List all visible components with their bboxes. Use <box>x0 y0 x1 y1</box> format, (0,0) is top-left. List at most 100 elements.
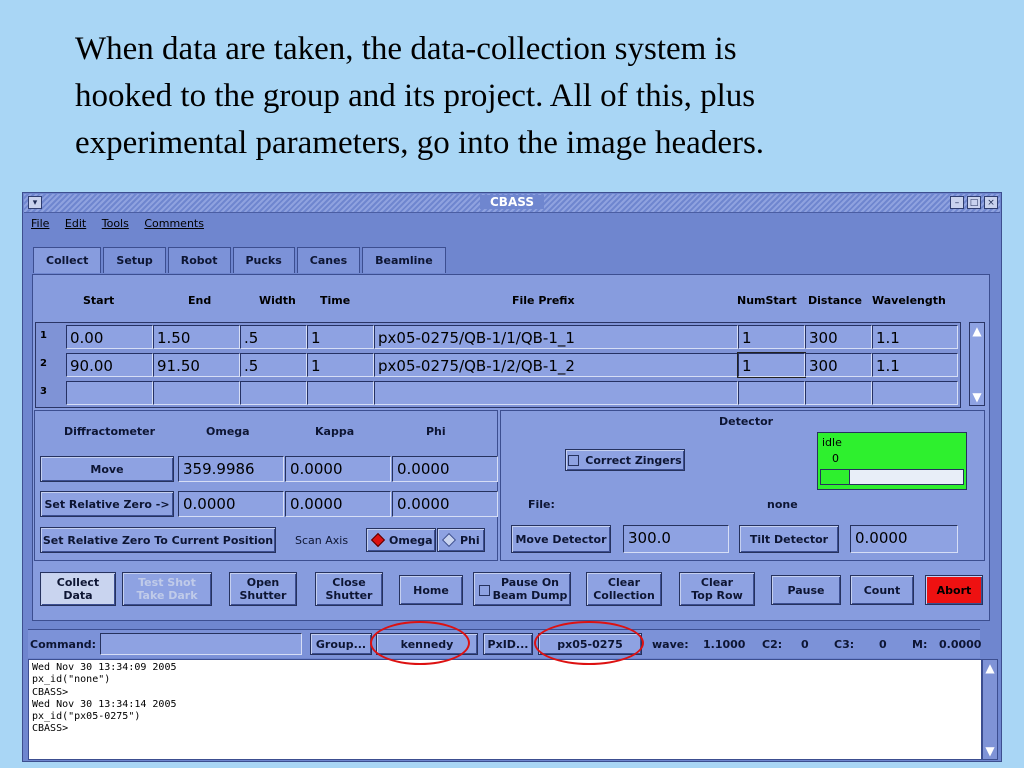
cell-wavelength[interactable]: 1.1 <box>872 325 958 349</box>
table-scrollbar[interactable]: ▲ ▼ <box>969 322 985 406</box>
tilt-detector-button[interactable]: Tilt Detector <box>739 525 839 553</box>
close-shutter-button[interactable]: Close Shutter <box>315 572 383 606</box>
col-header-file-prefix: File Prefix <box>512 294 575 307</box>
scan-axis-omega-radio[interactable]: Omega <box>366 528 436 552</box>
cell-numstart[interactable] <box>738 381 805 405</box>
cell-distance[interactable]: 300 <box>805 325 872 349</box>
close-icon[interactable]: × <box>984 196 998 209</box>
move-button[interactable]: Move <box>40 456 174 482</box>
cell-file-prefix[interactable] <box>374 381 738 405</box>
tab-robot[interactable]: Robot <box>167 247 231 273</box>
tilt-detector-field[interactable]: 0.0000 <box>850 525 958 553</box>
radio-unselected-icon <box>441 532 457 548</box>
col-header-distance: Distance <box>808 294 862 307</box>
menu-file[interactable]: File <box>31 217 50 230</box>
move-kappa-field[interactable]: 0.0000 <box>285 456 391 482</box>
window-menu-icon[interactable]: ▾ <box>28 196 42 209</box>
cell-start[interactable] <box>66 381 153 405</box>
c2-label: C2: <box>762 638 783 651</box>
scroll-down-icon[interactable]: ▼ <box>985 744 995 758</box>
c3-value: 0 <box>879 638 887 651</box>
cbass-window: ▾ CBASS – □ × File Edit Tools Comments C… <box>22 192 1002 762</box>
maximize-icon[interactable]: □ <box>967 196 981 209</box>
clear-collection-button[interactable]: Clear Collection <box>586 572 662 606</box>
cell-distance[interactable]: 300 <box>805 353 872 377</box>
col-header-wavelength: Wavelength <box>872 294 946 307</box>
row-number: 3 <box>40 386 47 397</box>
cell-distance[interactable] <box>805 381 872 405</box>
open-shutter-button[interactable]: Open Shutter <box>229 572 297 606</box>
scroll-up-icon[interactable]: ▲ <box>972 324 982 338</box>
cell-width[interactable]: .5 <box>240 325 307 349</box>
abort-button[interactable]: Abort <box>925 575 983 605</box>
tab-pucks[interactable]: Pucks <box>232 247 295 273</box>
cell-file-prefix[interactable]: px05-0275/QB-1/2/QB-1_2 <box>374 353 738 377</box>
omega-header: Omega <box>206 425 250 438</box>
test-shot-button: Test Shot Take Dark <box>122 572 212 606</box>
detector-status-panel: idle 0 <box>817 432 967 490</box>
c2-value: 0 <box>801 638 809 651</box>
tab-canes[interactable]: Canes <box>296 247 361 273</box>
cell-start[interactable]: 0.00 <box>66 325 153 349</box>
tab-setup[interactable]: Setup <box>103 247 166 273</box>
set-relative-zero-button[interactable]: Set Relative Zero -> <box>40 491 174 517</box>
clear-top-row-button[interactable]: Clear Top Row <box>679 572 755 606</box>
cell-wavelength[interactable]: 1.1 <box>872 353 958 377</box>
cell-numstart[interactable]: 1 <box>738 325 805 349</box>
cell-numstart[interactable]: 1 <box>737 352 806 378</box>
cell-wavelength[interactable] <box>872 381 958 405</box>
menu-comments[interactable]: Comments <box>144 217 204 230</box>
cell-time[interactable] <box>307 381 374 405</box>
menu-bar: File Edit Tools Comments <box>31 217 216 235</box>
console-scrollbar[interactable]: ▲ ▼ <box>982 659 998 760</box>
row-number: 2 <box>40 358 47 369</box>
phi-header: Phi <box>426 425 446 438</box>
pxid-button[interactable]: PxID... <box>483 633 533 655</box>
radio-selected-icon <box>370 532 386 548</box>
count-button[interactable]: Count <box>850 575 914 605</box>
cell-end[interactable]: 1.50 <box>153 325 240 349</box>
collect-data-button[interactable]: Collect Data <box>40 572 116 606</box>
pause-on-beam-dump-toggle[interactable]: Pause On Beam Dump <box>473 572 571 606</box>
scan-axis-label: Scan Axis <box>295 534 349 547</box>
detector-file-label: File: <box>528 498 555 511</box>
scan-axis-phi-radio[interactable]: Phi <box>437 528 485 552</box>
console-output[interactable]: Wed Nov 30 13:34:09 2005 px_id("none") C… <box>28 659 982 760</box>
cell-width[interactable] <box>240 381 307 405</box>
scroll-down-icon[interactable]: ▼ <box>972 390 982 404</box>
cell-time[interactable]: 1 <box>307 353 374 377</box>
tab-beamline[interactable]: Beamline <box>362 247 446 273</box>
cell-time[interactable]: 1 <box>307 325 374 349</box>
minimize-icon[interactable]: – <box>950 196 964 209</box>
col-header-time: Time <box>320 294 351 307</box>
cell-end[interactable] <box>153 381 240 405</box>
tab-collect[interactable]: Collect <box>33 247 102 273</box>
col-header-end: End <box>188 294 212 307</box>
rel-omega-field[interactable]: 0.0000 <box>178 491 284 517</box>
set-relative-zero-current-button[interactable]: Set Relative Zero To Current Position <box>40 527 276 553</box>
cell-width[interactable]: .5 <box>240 353 307 377</box>
rel-phi-field[interactable]: 0.0000 <box>392 491 498 517</box>
move-detector-button[interactable]: Move Detector <box>511 525 611 553</box>
group-button[interactable]: Group... <box>310 633 372 655</box>
pause-button[interactable]: Pause <box>771 575 841 605</box>
move-detector-field[interactable]: 300.0 <box>623 525 729 553</box>
correct-zingers-toggle[interactable]: Correct Zingers <box>565 449 685 471</box>
cell-file-prefix[interactable]: px05-0275/QB-1/1/QB-1_1 <box>374 325 738 349</box>
scroll-up-icon[interactable]: ▲ <box>985 661 995 675</box>
detector-progress-bar <box>820 469 964 485</box>
detector-progress-fill <box>821 470 851 484</box>
command-label: Command: <box>30 638 97 651</box>
menu-edit[interactable]: Edit <box>64 217 87 230</box>
move-phi-field[interactable]: 0.0000 <box>392 456 498 482</box>
cell-end[interactable]: 91.50 <box>153 353 240 377</box>
title-bar[interactable]: ▾ CBASS – □ × <box>24 194 1000 213</box>
rel-kappa-field[interactable]: 0.0000 <box>285 491 391 517</box>
col-header-numstart: NumStart <box>737 294 797 307</box>
command-input[interactable] <box>100 633 302 655</box>
cell-start[interactable]: 90.00 <box>66 353 153 377</box>
move-omega-field[interactable]: 359.9986 <box>178 456 284 482</box>
pause-beam-dump-label: Pause On Beam Dump <box>492 576 568 602</box>
menu-tools[interactable]: Tools <box>101 217 129 230</box>
home-button[interactable]: Home <box>399 575 463 605</box>
